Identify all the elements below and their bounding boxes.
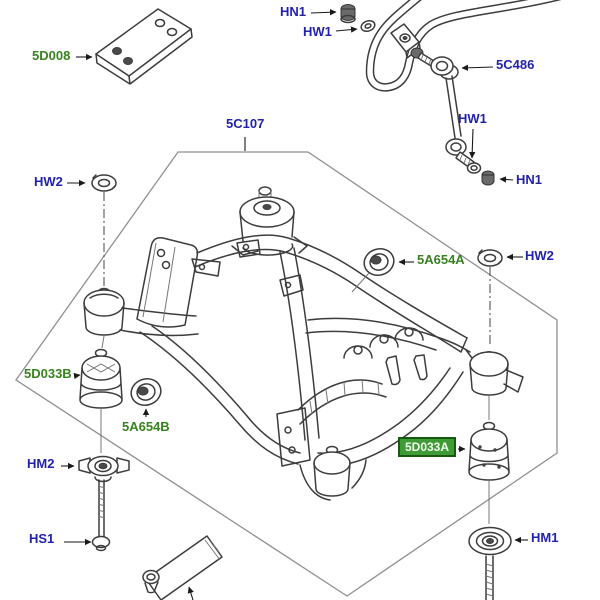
part-label-HM2: HM2 bbox=[27, 456, 55, 471]
part-label-HW1-right: HW1 bbox=[458, 111, 487, 126]
adhesive-tube-art bbox=[142, 535, 223, 600]
part-label-HN1-top: HN1 bbox=[280, 4, 307, 19]
part-label-5C486: 5C486 bbox=[496, 57, 535, 72]
stabilizer-link-5c486-art bbox=[410, 47, 495, 186]
washer-hw1-right-art bbox=[466, 162, 482, 174]
bushing-5a654b-art bbox=[130, 378, 162, 406]
part-label-5D008: 5D008 bbox=[32, 48, 71, 63]
part-label-5C107: 5C107 bbox=[226, 116, 265, 131]
washer-hm1-art bbox=[468, 526, 512, 600]
part-label-5A654A: 5A654A bbox=[417, 252, 465, 267]
bushing-5d033b-art bbox=[79, 335, 123, 453]
leader-lines bbox=[61, 9, 528, 600]
part-label-HN1-right: HN1 bbox=[516, 172, 543, 187]
washer-hw2-left-art bbox=[91, 174, 117, 288]
bushing-5d033a-art bbox=[468, 396, 510, 524]
part-label-5D033A: 5D033A bbox=[398, 437, 456, 457]
part-label-HW2-right: HW2 bbox=[525, 248, 554, 263]
bolt-hs1-art bbox=[91, 479, 111, 552]
subframe-crossmember-art bbox=[83, 186, 524, 501]
bushing-5a654a-art bbox=[351, 248, 395, 293]
washer-hw1-top-art bbox=[360, 19, 376, 33]
stabilizer-bar-art bbox=[365, 0, 562, 92]
part-label-HW1-top: HW1 bbox=[303, 24, 332, 39]
mounting-plate-5d008-art bbox=[95, 8, 193, 85]
nut-hn1-right-art bbox=[481, 170, 495, 186]
assembly-boundary bbox=[15, 137, 558, 597]
nut-hn1-top-art bbox=[340, 4, 356, 24]
part-label-5D033B: 5D033B bbox=[24, 366, 72, 381]
part-label-HW2-left: HW2 bbox=[34, 174, 63, 189]
part-label-5A654B: 5A654B bbox=[122, 419, 170, 434]
washer-hw2-right-art bbox=[477, 249, 503, 346]
part-label-HS1: HS1 bbox=[29, 531, 55, 546]
part-label-HM1: HM1 bbox=[531, 530, 559, 545]
retainer-hm2-art bbox=[78, 455, 130, 483]
